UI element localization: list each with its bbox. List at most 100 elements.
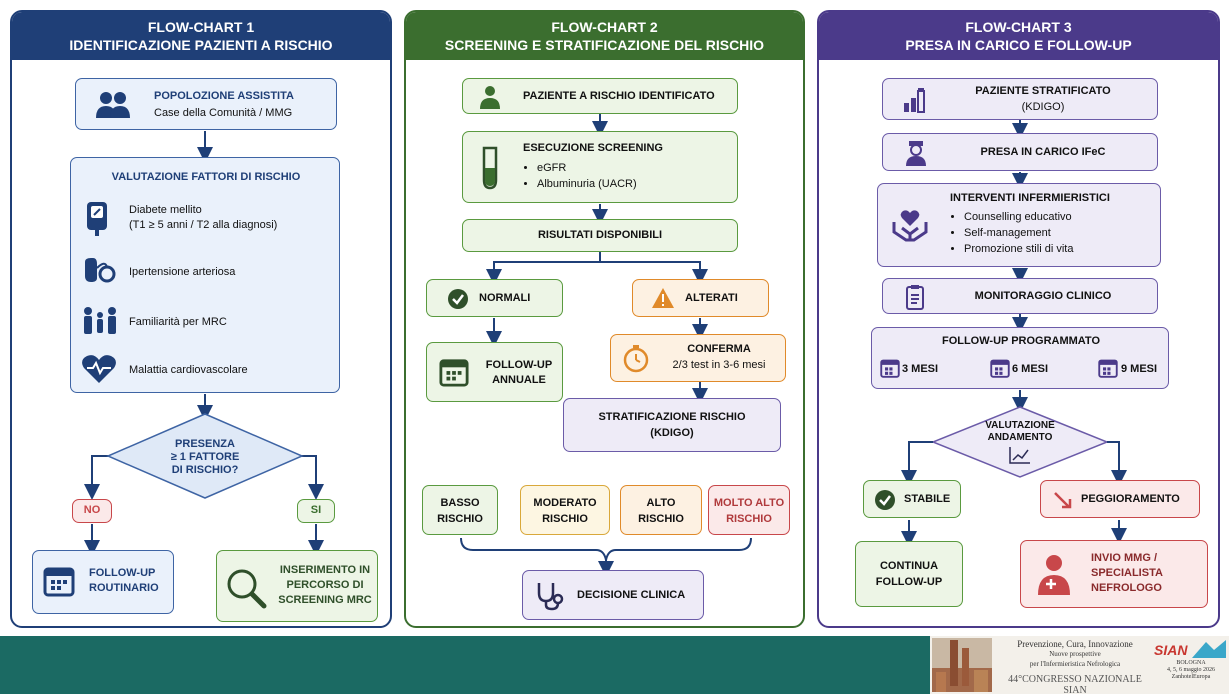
glucometer-icon [87,202,107,236]
presa-in-carico-label: PRESA IN CARICO IFeC [980,146,1106,158]
inserimento-line-2: PERCORSO DI [286,579,364,591]
calendar-icon [43,567,75,597]
bar-chart-icon [904,88,925,113]
decision-line-3: DI RISCHIO? [171,464,239,476]
trend-chart-icon [1009,447,1030,464]
paziente-stratificato-title: PAZIENTE STRATIFICATO [975,85,1111,97]
basso-line-1: BASSO [440,497,480,509]
flowchart-1-panel: FLOW-CHART 1 IDENTIFICAZIONE PAZIENTI A … [10,10,392,628]
invio-line-3: NEFROLOGO [1091,582,1162,594]
congress-name: 44°CONGRESSO NAZIONALE SIAN [1008,674,1142,696]
flowchart-3-title: FLOW-CHART 3 [965,19,1072,35]
decisione-label: DECISIONE CLINICA [577,589,686,601]
decisione-box: DECISIONE CLINICA [522,570,704,620]
no-badge: NO [72,499,112,523]
popolazione-title: POPOLOZIONE ASSISTITA [154,90,294,102]
care-hands-heart-icon [892,210,928,242]
follow-up-routinario-line2: ROUTINARIO [89,582,159,594]
congress-location: BOLOGNA 4, 5, 6 maggio 2026 ZanhotelEuro… [1154,660,1228,681]
molto-alto-line-2: RISCHIO [726,513,772,525]
invio-line-1: INVIO MMG / [1091,552,1157,564]
presa-in-carico-box: PRESA IN CARICO IFeC [882,133,1158,171]
follow-up-annuale-text: FOLLOW-UP ANNUALE [477,358,561,388]
follow-up-annuale-line-1: FOLLOW-UP [485,359,553,371]
person-icon [480,86,500,109]
follow-up-6-mesi: 6 MESI [1012,363,1049,375]
interventi-item-stili-vita: Promozione stili di vita [964,241,1073,257]
stratificazione-box: STRATIFICAZIONE RISCHIO (KDIGO) [563,398,781,452]
stabile-box: STABILE [863,480,961,518]
paziente-stratificato-box: PAZIENTE STRATIFICATO (KDIGO) [882,78,1158,120]
risk-ipertensione: Ipertensione arteriosa [129,266,236,278]
normali-box: NORMALI [426,279,563,317]
risk-cardiovascolare: Malattia cardiovascolare [129,364,248,376]
flowchart-1-subtitle: IDENTIFICAZIONE PAZIENTI A RISCHIO [69,37,333,53]
bologna-towers-image [932,638,992,692]
clipboard-icon [906,285,924,310]
congress-venue: ZanhotelEuropa [1171,674,1211,680]
decision-diamond [106,413,304,499]
moderato-rischio-box: MODERATO RISCHIO [520,485,610,535]
test-tube-icon [482,146,498,190]
conferma-box: CONFERMA 2/3 test in 3-6 mesi [610,334,786,382]
valutazione-box: VALUTAZIONE FATTORI DI RISCHIO Diabete m… [70,157,340,393]
invio-line-2: SPECIALISTA [1091,567,1163,579]
follow-up-9-mesi: 9 MESI [1121,363,1158,375]
basso-rischio-box: BASSO RISCHIO [422,485,498,535]
alto-rischio-box: ALTO RISCHIO [620,485,702,535]
congress-slogan-line-1: Prevenzione, Cura, Innovazione [1017,639,1133,649]
esecuzione-box: ESECUZIONE SCREENING eGFR Albuminuria (U… [462,131,738,203]
continua-line-2: FOLLOW-UP [875,576,943,588]
decision-line-1: PRESENZA [175,438,235,450]
valutazione-label: VALUTAZIONE ANDAMENTO [970,420,1070,444]
popolazione-subtitle: Case della Comunità / MMG [154,107,293,119]
moderato-line-1: MODERATO [533,497,597,509]
decision-label: PRESENZA ≥ 1 FATTORE DI RISCHIO? [155,438,255,477]
sian-logo-mark-icon [1192,640,1226,658]
follow-up-3-mesi: 3 MESI [902,363,939,375]
follow-up-routinario-line1: FOLLOW-UP [89,567,156,579]
conferma-subtitle: 2/3 test in 3-6 mesi [672,359,766,371]
sian-logo: SIAN [1154,642,1188,658]
inserimento-line-1: INSERIMENTO IN [279,564,371,576]
paziente-rischio-box: PAZIENTE A RISCHIO IDENTIFICATO [462,78,738,114]
conferma-title: CONFERMA [687,343,751,355]
esecuzione-list: eGFR Albuminuria (UACR) [523,160,637,192]
valutazione-line-1: VALUTAZIONE [985,420,1055,431]
blood-pressure-icon [85,258,116,283]
flowchart-3-panel: FLOW-CHART 3 PRESA IN CARICO E FOLLOW-UP… [817,10,1220,628]
people-icon [96,92,130,118]
flowchart-2-title: FLOW-CHART 2 [551,19,658,35]
congress-slogan-line-2: Nuove prospettive [1049,650,1101,658]
congress-dates: 4, 5, 6 maggio 2026 [1167,667,1215,673]
calendar-icon [439,359,469,387]
flowchart-2-header: FLOW-CHART 2 SCREENING E STRATIFICAZIONE… [406,12,803,60]
flowchart-3-subtitle: PRESA IN CARICO E FOLLOW-UP [905,37,1132,53]
flowchart-1-connectors [84,131,324,556]
congress-slogan-line-3: per l'Infermieristica Nefrologica [1029,660,1121,668]
risk-diabete-detail: (T1 ≥ 5 anni / T2 alla diagnosi) [129,219,278,231]
alto-line-1: ALTO [646,497,676,509]
continua-line-1: CONTINUA [879,560,939,572]
esecuzione-item-uacr: Albuminuria (UACR) [537,176,637,192]
flowchart-2-subtitle: SCREENING E STRATIFICAZIONE DEL RISCHIO [444,37,765,53]
molto-alto-line-1: MOLTO ALTO [713,497,785,509]
invio-box: INVIO MMG / SPECIALISTA NEFROLOGO [1020,540,1208,608]
alterati-box: ALTERATI [632,279,769,317]
continua-follow-up-box: CONTINUA FOLLOW-UP [855,541,963,607]
paziente-rischio-label: PAZIENTE A RISCHIO IDENTIFICATO [523,90,715,102]
interventi-list: Counselling educativo Self-management Pr… [950,209,1073,257]
follow-up-routinario-box: FOLLOW-UP ROUTINARIO [32,550,174,614]
valutazione-title: VALUTAZIONE FATTORI DI RISCHIO [111,171,301,183]
flowchart-3-header: FLOW-CHART 3 PRESA IN CARICO E FOLLOW-UP [819,12,1218,60]
inserimento-box: INSERIMENTO IN PERCORSO DI SCREENING MRC [216,550,378,622]
calendar-icon [990,359,1010,378]
follow-up-programmato-title: FOLLOW-UP PROGRAMMATO [941,335,1101,347]
interventi-item-counselling: Counselling educativo [964,209,1073,225]
paziente-stratificato-subtitle: (KDIGO) [1021,101,1065,113]
check-circle-icon [875,490,895,510]
inserimento-text: INSERIMENTO IN PERCORSO DI SCREENING MRC [273,563,377,608]
alterati-label: ALTERATI [685,292,738,304]
magnifier-icon [227,569,267,609]
trend-down-arrow-icon [1054,492,1072,509]
